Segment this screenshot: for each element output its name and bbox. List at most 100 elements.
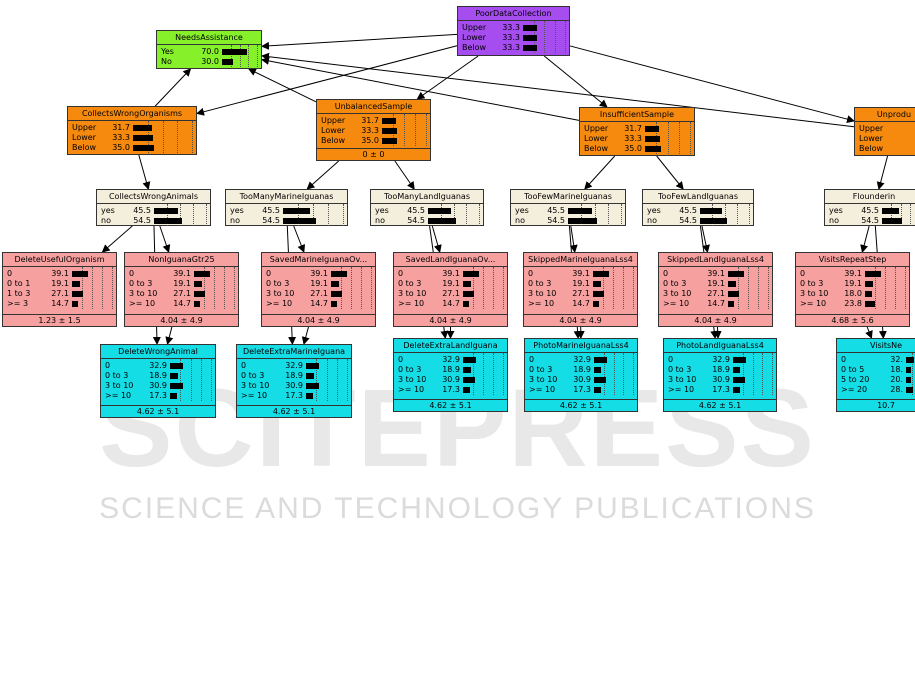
grid-line xyxy=(200,359,202,401)
grid-line xyxy=(404,114,405,146)
state-label: Below xyxy=(859,144,884,153)
edge-unprod-to-flounderin xyxy=(876,155,889,190)
probability-bar xyxy=(170,373,178,379)
probability-bar xyxy=(728,301,734,307)
probability-bar xyxy=(72,281,80,287)
probability-bar xyxy=(306,393,314,399)
state-probability: 17.3 xyxy=(149,391,167,400)
grid-line xyxy=(594,204,596,226)
probability-bar xyxy=(523,45,537,51)
state-label: 3 to 10 xyxy=(398,289,427,298)
state-label: 0 to 3 xyxy=(663,279,687,288)
state-probability: 31.7 xyxy=(112,123,130,132)
state-probability: 39.1 xyxy=(442,269,460,278)
grid-line xyxy=(162,121,164,153)
state-probability: 18.0 xyxy=(844,289,862,298)
state-probability: 45.5 xyxy=(407,206,425,215)
grid-line xyxy=(690,122,691,154)
state-probability: 54.5 xyxy=(262,216,280,225)
state-label: Upper xyxy=(72,123,97,132)
grid-line xyxy=(177,121,179,153)
grid-line xyxy=(453,204,455,226)
probability-bar xyxy=(133,125,152,131)
node-title: DeleteExtraLandIguana xyxy=(394,339,507,353)
probability-bar xyxy=(428,208,452,214)
grid-line xyxy=(762,353,764,395)
probability-bar xyxy=(728,271,744,277)
state-probability: 30.9 xyxy=(712,375,730,384)
grid-line xyxy=(749,204,750,226)
state-label: Yes xyxy=(161,47,174,56)
probability-bar xyxy=(594,387,601,393)
probability-bar xyxy=(463,291,474,297)
state-label: no xyxy=(647,216,657,225)
state-probability: 14.7 xyxy=(310,299,328,308)
node-expected-value: 0 ± 0 xyxy=(317,148,430,160)
grid-line xyxy=(180,359,182,401)
state-probability: 33.3 xyxy=(502,43,520,52)
probability-bar xyxy=(463,281,471,287)
state-label: no xyxy=(375,216,385,225)
state-probability: 32.9 xyxy=(149,361,167,370)
edge-too-few-marine-iguanas-to-skipped-marine-iguana-lss4 xyxy=(569,225,578,253)
grid-line xyxy=(214,267,215,309)
probability-bar xyxy=(382,128,397,134)
node-title: TooManyLandIguanas xyxy=(371,190,483,204)
probability-bar xyxy=(463,271,479,277)
grid-line xyxy=(167,204,168,226)
state-label: yes xyxy=(101,206,115,215)
state-probability: 19.1 xyxy=(442,279,460,288)
probability-bar xyxy=(568,208,593,214)
state-label: 0 to 3 xyxy=(129,279,153,288)
grid-line xyxy=(371,267,372,309)
probability-bar xyxy=(645,126,660,132)
state-probability: 54.5 xyxy=(679,216,697,225)
state-probability: 39.1 xyxy=(310,269,328,278)
edge-insufficient-sample-to-too-few-land-iguanas xyxy=(656,155,684,190)
state-probability: 39.1 xyxy=(844,269,862,278)
state-label: no xyxy=(829,216,839,225)
grid-line xyxy=(92,267,93,309)
probability-bar xyxy=(72,271,88,277)
state-probability: 31.7 xyxy=(361,116,379,125)
state-label: 0 xyxy=(266,269,272,278)
probability-bar xyxy=(306,383,319,389)
grid-line xyxy=(503,267,504,309)
